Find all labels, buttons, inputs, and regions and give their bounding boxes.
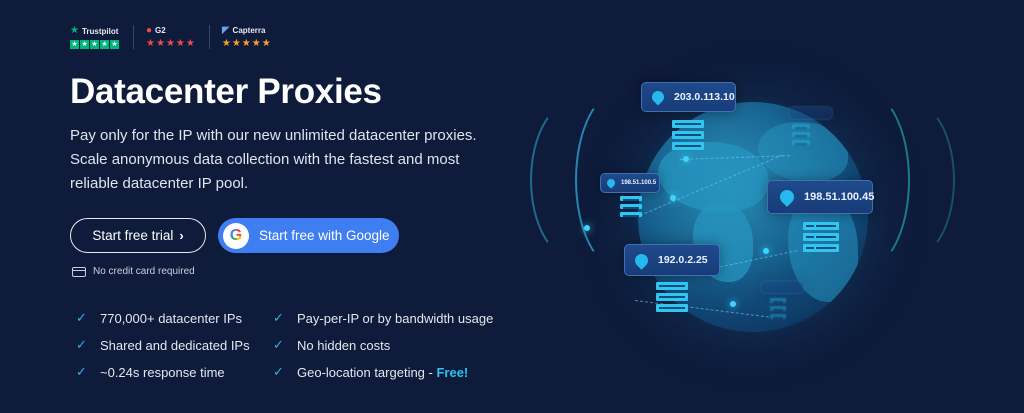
- rating-capterra[interactable]: ◤ Capterra ★ ★ ★ ★ ★: [208, 24, 285, 49]
- checkmark-icon: ✓: [273, 310, 284, 325]
- checkmark-icon: ✓: [273, 364, 284, 379]
- star-icon: ★: [241, 38, 251, 49]
- server-stack-icon: [803, 222, 839, 252]
- checkmark-icon: ✓: [76, 364, 87, 379]
- checkmark-icon: ✓: [76, 337, 87, 352]
- no-credit-card-note: No credit card required: [72, 266, 195, 277]
- location-pin-icon: [605, 177, 617, 189]
- g2-logo-icon: ●: [146, 24, 153, 36]
- server-stack-icon: [770, 298, 786, 319]
- star-icon: ★: [185, 38, 195, 49]
- feature-list: ✓ 770,000+ datacenter IPs ✓ Pay-per-IP o…: [76, 309, 513, 381]
- server-stack-icon: [672, 120, 704, 150]
- credit-card-icon: [72, 266, 86, 277]
- faint-ip-tag: [788, 106, 833, 120]
- chevron-right-icon: ›: [179, 228, 184, 243]
- feature-item: ✓ Geo-location targeting - Free!: [273, 364, 469, 380]
- ratings-bar: ★ Trustpilot ★ ★ ★ ★ ★ ● G2 ★ ★ ★ ★ ★: [70, 25, 285, 49]
- server-stack-icon: [620, 196, 642, 217]
- star-icon: ★: [261, 38, 271, 49]
- location-pin-icon: [632, 250, 651, 270]
- ip-tag: 192.0.2.25: [624, 244, 720, 276]
- star-icon: ★: [70, 39, 79, 49]
- page-title: Datacenter Proxies: [70, 72, 382, 111]
- capterra-arrow-icon: ◤: [221, 24, 230, 36]
- feature-item: ✓ 770,000+ datacenter IPs: [76, 310, 243, 326]
- checkmark-icon: ✓: [273, 337, 284, 352]
- checkmark-icon: ✓: [76, 310, 87, 325]
- star-icon: ★: [146, 38, 155, 49]
- start-free-trial-button[interactable]: Start free trial ›: [70, 218, 206, 253]
- feature-item: ✓ Pay-per-IP or by bandwidth usage: [273, 310, 494, 326]
- location-pin-icon: [649, 88, 667, 106]
- rating-brand-name: Trustpilot: [81, 26, 119, 36]
- star-icon: ★: [155, 38, 165, 49]
- signal-arc: [865, 100, 955, 260]
- trustpilot-stars: ★ ★ ★ ★ ★: [70, 39, 119, 49]
- star-icon: ★: [90, 39, 99, 49]
- g2-stars: ★ ★ ★ ★ ★: [146, 39, 195, 49]
- signal-arc: [530, 100, 620, 260]
- rating-trustpilot[interactable]: ★ Trustpilot ★ ★ ★ ★ ★: [70, 26, 133, 49]
- trustpilot-star-icon: ★: [70, 25, 79, 36]
- signal-arc: [575, 90, 665, 270]
- capterra-stars: ★ ★ ★ ★ ★: [222, 39, 271, 49]
- globe: [638, 102, 868, 332]
- feature-item: ✓ No hidden costs: [273, 337, 391, 353]
- faint-ip-tag: [760, 280, 805, 294]
- start-with-google-button[interactable]: G Start free with Google: [218, 218, 399, 253]
- node-dot: [670, 195, 676, 201]
- rating-g2[interactable]: ● G2 ★ ★ ★ ★ ★: [133, 25, 209, 49]
- hero-description: Pay only for the IP with our new unlimit…: [70, 127, 477, 192]
- feature-item: ✓ Shared and dedicated IPs: [76, 337, 250, 353]
- feature-item: ✓ ~0.24s response time: [76, 364, 225, 380]
- server-stack-icon: [792, 124, 810, 145]
- ip-tag: 203.0.113.10: [641, 82, 736, 112]
- star-icon: ★: [80, 39, 89, 49]
- button-label: Start free with Google: [259, 228, 390, 243]
- node-dot: [763, 248, 769, 254]
- node-dot: [730, 301, 736, 307]
- star-icon: ★: [231, 38, 241, 49]
- star-icon: ★: [175, 38, 185, 49]
- google-logo-icon: G: [223, 222, 249, 249]
- location-pin-icon: [777, 187, 797, 207]
- star-icon: ★: [165, 38, 175, 49]
- node-dot: [584, 225, 590, 231]
- star-icon: ★: [221, 38, 231, 49]
- free-highlight: Free!: [436, 364, 469, 380]
- server-stack-icon: [656, 282, 688, 312]
- rating-brand-name: Capterra: [232, 26, 266, 35]
- star-icon: ★: [251, 38, 261, 49]
- button-label: Start free trial: [92, 228, 174, 243]
- ip-tag: 198.51.100.45: [767, 180, 874, 214]
- star-icon: ★: [100, 39, 109, 49]
- star-icon: ★: [110, 39, 119, 49]
- ip-tag: 198.51.100.5: [600, 173, 660, 193]
- rating-brand-name: G2: [155, 26, 166, 35]
- node-dot: [683, 156, 689, 162]
- globe-illustration: 203.0.113.10 198.51.100.5 198.51.100.45 …: [520, 40, 990, 380]
